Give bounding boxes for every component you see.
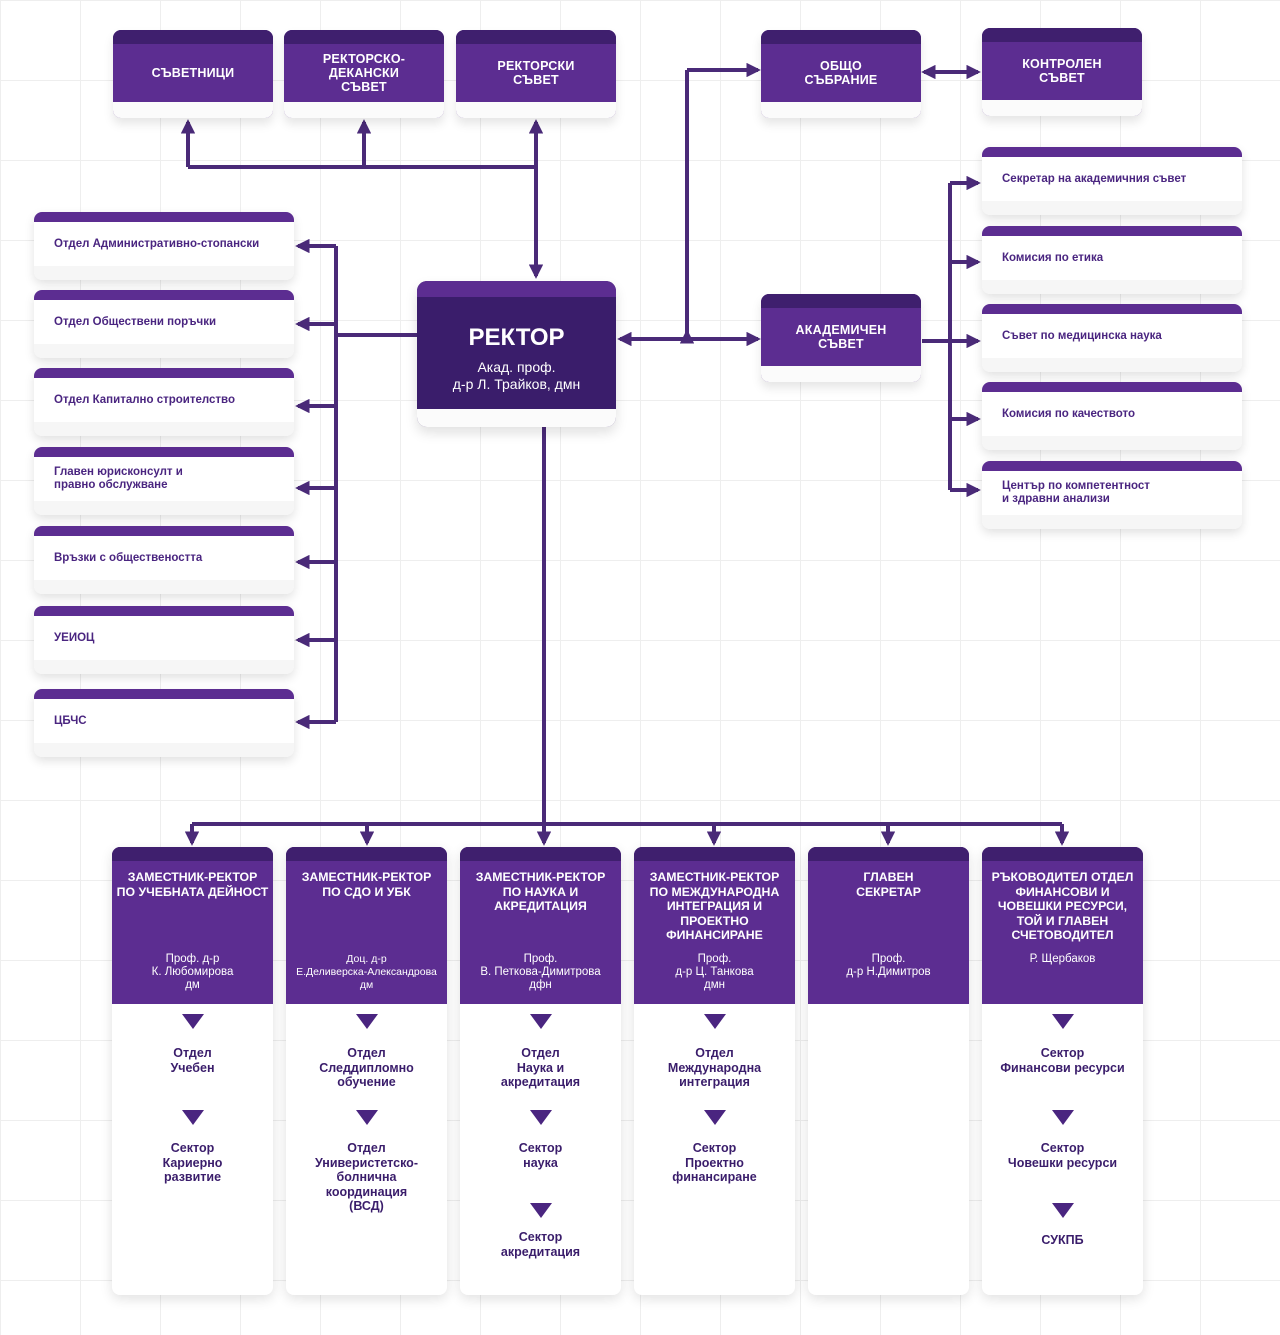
left-item-capital-construction: Отдел Капитално строителство [34, 368, 294, 436]
column-vice-rector-education: ЗАМЕСТНИК-РЕКТОР ПО УЧЕБНАТА ДЕЙНОСТ Про… [112, 847, 273, 1295]
column-person: Доц. д-р Е.Деливерска-Александрова дм [296, 953, 437, 991]
column-unit: Сектор Финансови ресурси [1000, 1046, 1125, 1075]
column-unit: Сектор акредитация [500, 1230, 581, 1259]
left-item-legal: Главен юрисконсулт и правно обслужване [34, 447, 294, 515]
column-person: Проф. д-р Н.Димитров [846, 953, 931, 978]
advisors-label: СЪВЕТНИЦИ [151, 66, 235, 80]
column-title: ГЛАВЕН СЕКРЕТАР [856, 870, 921, 899]
column-person: Проф. д-р Ц. Танкова дмн [675, 953, 754, 991]
column-title: РЪКОВОДИТЕЛ ОТДЕЛ ФИНАНСОВИ И ЧОВЕШКИ РЕ… [991, 870, 1134, 942]
right-item-label: Секретар на академичния съвет [1002, 172, 1187, 185]
column-header [112, 847, 273, 1004]
right-item-competence-center: Център по компетентност и здравни анализ… [982, 461, 1242, 529]
column-unit: Сектор Кариерно развитие [162, 1141, 223, 1184]
column-header [286, 847, 447, 1004]
left-item-label: Отдел Обществени поръчки [54, 315, 217, 328]
column-vice-rector-sdo: ЗАМЕСТНИК-РЕКТОР ПО СДО И УБК Доц. д-р Е… [286, 847, 447, 1295]
left-item-label: Главен юрисконсулт и правно обслужване [54, 466, 183, 491]
column-unit: Отдел Универистетско- болнична координац… [315, 1141, 418, 1213]
column-header [634, 847, 795, 1004]
triangle-down-icon [182, 1014, 204, 1029]
triangle-down-icon [530, 1014, 552, 1029]
left-item-administrative: Отдел Административно-стопански [34, 212, 294, 280]
triangle-down-icon [1052, 1110, 1074, 1125]
rector-title: РЕКТОР [468, 324, 565, 351]
triangle-down-icon [356, 1014, 378, 1029]
right-item-label: Център по компетентност и здравни анализ… [1002, 480, 1150, 505]
column-vice-rector-science: ЗАМЕСТНИК-РЕКТОР ПО НАУКА И АКРЕДИТАЦИЯ … [460, 847, 621, 1295]
column-person: Проф. В. Петкова-Димитрова дфн [480, 953, 601, 991]
triangle-down-icon [704, 1014, 726, 1029]
triangle-down-icon [182, 1110, 204, 1125]
triangle-down-icon [1052, 1203, 1074, 1218]
left-item-public-relations: Връзки с обществеността [34, 526, 294, 594]
triangle-down-icon [356, 1110, 378, 1125]
column-header [460, 847, 621, 1004]
rector-council-box: РЕКТОРСКИ СЪВЕТ [456, 30, 616, 118]
rector-council-label: РЕКТОРСКИ СЪВЕТ [497, 59, 575, 87]
left-item-label: Отдел Административно-стопански [54, 237, 260, 250]
column-unit: Отдел Наука и акредитация [500, 1046, 581, 1089]
column-title: ЗАМЕСТНИК-РЕКТОР ПО МЕЖДУНАРОДНА ИНТЕГРА… [649, 870, 780, 942]
academic-council-label: АКАДЕМИЧЕН СЪВЕТ [795, 323, 887, 351]
rector-name: Акад. проф. д-р Л. Трайков, дмн [452, 359, 581, 392]
advisors-box: СЪВЕТНИЦИ [113, 30, 273, 118]
column-title: ЗАМЕСТНИК-РЕКТОР ПО НАУКА И АКРЕДИТАЦИЯ [475, 870, 606, 913]
triangle-down-icon [530, 1203, 552, 1218]
column-person: Проф. д-р К. Любомирова дм [151, 953, 234, 991]
right-item-label: Комисия по етика [1002, 251, 1104, 264]
left-item-label: ЦБЧС [54, 714, 87, 727]
column-finance-hr: РЪКОВОДИТЕЛ ОТДЕЛ ФИНАНСОВИ И ЧОВЕШКИ РЕ… [982, 847, 1143, 1295]
rector-dean-council-label: РЕКТОРСКО-ДЕКАНСКИ СЪВЕТ [322, 52, 406, 94]
column-chief-secretary: ГЛАВЕН СЕКРЕТАР Проф. д-р Н.Димитров [808, 847, 969, 1295]
triangle-down-icon [704, 1110, 726, 1125]
column-unit: Сектор Човешки ресурси [1007, 1141, 1118, 1170]
left-item-ueiots: УЕИОЦ [34, 606, 294, 674]
right-item-medical-science-council: Съвет по медицинска наука [982, 304, 1242, 372]
right-item-ethics-commission: Комисия по етика [982, 226, 1242, 294]
column-unit: Отдел Следдипломно обучение [319, 1046, 414, 1089]
column-unit: Сектор наука [518, 1141, 563, 1170]
column-unit: СУКПБ [1041, 1233, 1084, 1247]
column-person: Р. Щербаков [1029, 953, 1096, 965]
column-vice-rector-international: ЗАМЕСТНИК-РЕКТОР ПО МЕЖДУНАРОДНА ИНТЕГРА… [634, 847, 795, 1295]
rector-dean-council-box: РЕКТОРСКО-ДЕКАНСКИ СЪВЕТ [284, 30, 444, 118]
column-header [982, 847, 1143, 1004]
column-unit: Отдел Учебен [170, 1046, 215, 1075]
left-item-label: Връзки с обществеността [54, 551, 203, 564]
right-item-academic-secretary: Секретар на академичния съвет [982, 147, 1242, 215]
column-title: ЗАМЕСТНИК-РЕКТОР ПО УЧЕБНАТА ДЕЙНОСТ [116, 870, 269, 899]
control-council-label: КОНТРОЛЕН СЪВЕТ [1022, 57, 1102, 85]
right-item-label: Комисия по качеството [1002, 407, 1135, 420]
column-title: ЗАМЕСТНИК-РЕКТОР ПО СДО И УБК [301, 870, 432, 899]
left-item-tsbchs: ЦБЧС [34, 689, 294, 757]
general-assembly-label: ОБЩО СЪБРАНИЕ [804, 59, 878, 87]
triangle-down-icon [530, 1110, 552, 1125]
column-unit: Сектор Проектно финансиране [672, 1141, 757, 1184]
general-assembly-box: ОБЩО СЪБРАНИЕ [761, 30, 921, 118]
column-header [808, 847, 969, 1004]
right-item-quality-commission: Комисия по качеството [982, 382, 1242, 450]
left-item-label: Отдел Капитално строителство [54, 393, 235, 406]
triangle-down-icon [1052, 1014, 1074, 1029]
rector-box: РЕКТОР Акад. проф. д-р Л. Трайков, дмн [417, 281, 616, 427]
control-council-box: КОНТРОЛЕН СЪВЕТ [982, 28, 1142, 116]
left-item-label: УЕИОЦ [54, 631, 95, 644]
right-item-label: Съвет по медицинска наука [1002, 329, 1162, 342]
column-unit: Отдел Международна интеграция [667, 1046, 762, 1089]
left-item-public-procurement: Отдел Обществени поръчки [34, 290, 294, 358]
academic-council-box: АКАДЕМИЧЕН СЪВЕТ [761, 294, 921, 382]
